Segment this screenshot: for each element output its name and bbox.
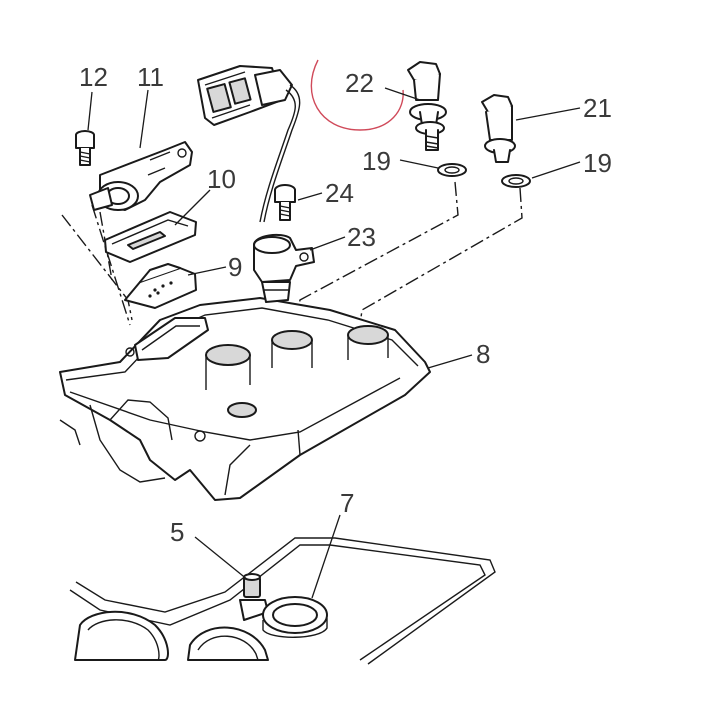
callout-9: 9: [228, 252, 242, 282]
part-24-screw: [274, 184, 296, 221]
part-21-bolt: [481, 94, 516, 163]
part-11-sensor: [89, 141, 193, 211]
callout-23: 23: [347, 222, 376, 252]
callout-8: 8: [476, 339, 490, 369]
callout-5: 5: [170, 517, 184, 547]
callout-10: 10: [207, 164, 236, 194]
cover-gasket: [69, 537, 496, 665]
callout-12: 12: [79, 62, 108, 92]
callout-24: 24: [325, 178, 354, 208]
callout-22: 22: [345, 68, 374, 98]
part-22-bolt: [407, 61, 447, 151]
callout-labels: 12 11 22 21 19 19 10 24 23 9 8 5 7: [79, 62, 612, 547]
part-9-bracket: [124, 263, 197, 309]
highlight-circle: [310, 59, 404, 131]
part-19-washers: [437, 163, 531, 188]
callout-19-right: 19: [583, 148, 612, 178]
part-23-connector: [197, 65, 315, 303]
callout-19-left: 19: [362, 146, 391, 176]
part-12-screw: [75, 130, 95, 166]
part-7-seal: [262, 596, 328, 638]
callout-21: 21: [583, 93, 612, 123]
callout-11: 11: [137, 62, 164, 92]
callout-7: 7: [340, 488, 354, 518]
part-10-pad: [104, 211, 197, 263]
head-cover: [59, 297, 431, 501]
leader-lines: [87, 87, 581, 599]
